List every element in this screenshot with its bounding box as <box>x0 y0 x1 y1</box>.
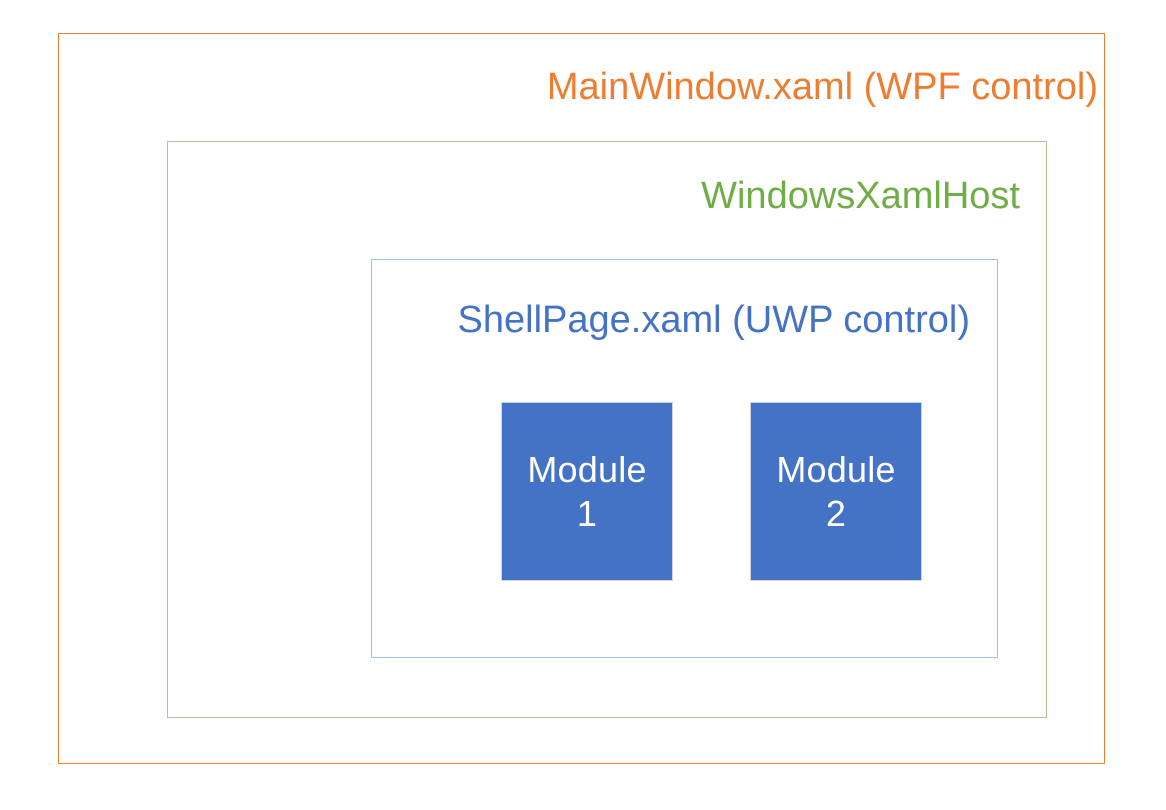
module-block-1-line-1: Module <box>527 449 647 491</box>
shellpage-xaml-container <box>371 259 998 658</box>
windowsxamlhost-container <box>167 141 1047 718</box>
module-block-1: Module 1 <box>501 402 673 581</box>
module-block-1-line-2: 1 <box>576 492 598 534</box>
module-block-2-line-2: 2 <box>825 492 847 534</box>
mainwindow-xaml-container <box>58 33 1105 764</box>
module-block-2: Module 2 <box>750 402 922 581</box>
windowsxamlhost-label: WindowsXamlHost <box>701 175 1020 217</box>
module-block-2-line-1: Module <box>776 449 896 491</box>
shellpage-xaml-label: ShellPage.xaml (UWP control) <box>457 299 970 341</box>
mainwindow-xaml-label: MainWindow.xaml (WPF control) <box>546 66 1098 108</box>
